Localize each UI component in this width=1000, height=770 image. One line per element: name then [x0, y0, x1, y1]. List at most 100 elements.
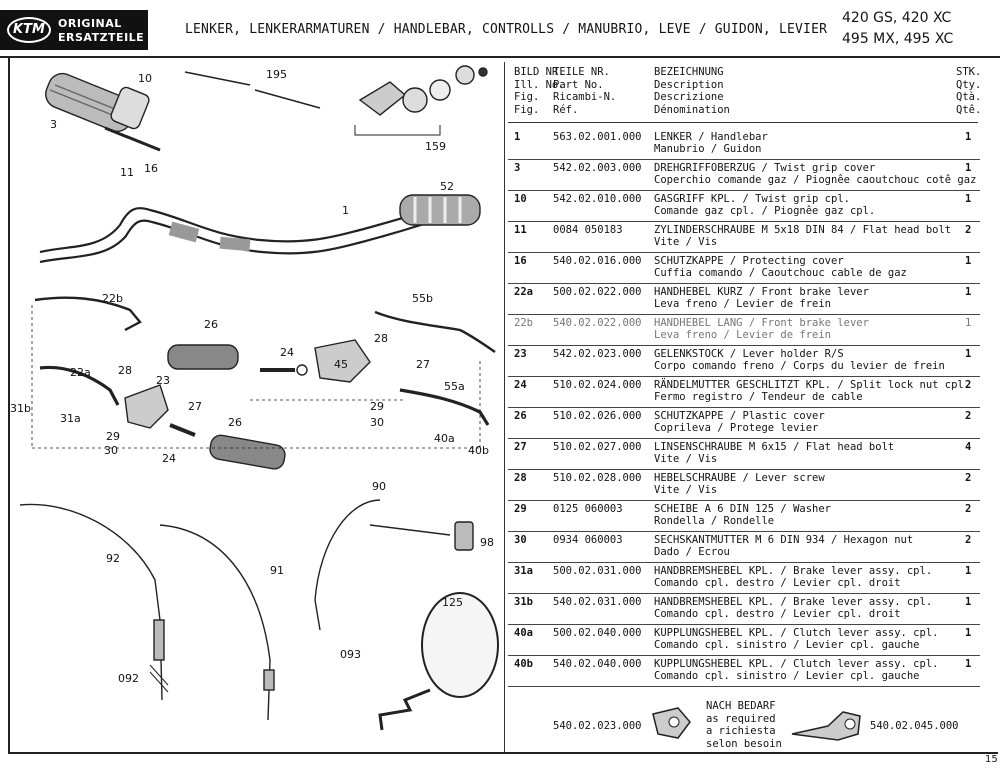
- table-row: 11 0084 050183 ZYLINDERSCHRAUBE M 5x18 DIN…: [508, 222, 980, 253]
- callout-22b: 22b: [102, 292, 123, 305]
- callout-29-right: 29: [370, 400, 384, 413]
- row-fig: 29: [514, 503, 527, 515]
- page-number: 15: [985, 754, 998, 765]
- row-desc-1: KUPPLUNGSHEBEL KPL. / Clutch lever assy.…: [654, 658, 939, 670]
- row-qty: 1: [965, 658, 972, 670]
- row-desc-1: LENKER / Handlebar: [654, 131, 768, 143]
- throttle-parts-159-drawing: [354, 65, 488, 136]
- callout-16: 16: [144, 162, 158, 175]
- lever-22a-drawing: [39, 365, 120, 406]
- callout-3: 3: [50, 118, 57, 131]
- row-part: 540.02.022.000: [553, 317, 642, 329]
- lever-holder-icon: [652, 707, 691, 739]
- callout-159: 159: [425, 140, 446, 153]
- row-qty: 1: [965, 162, 972, 174]
- page-frame: [8, 58, 998, 754]
- row-part: 542.02.023.000: [553, 348, 642, 360]
- row-desc-2: Vite / Vis: [654, 453, 718, 465]
- cover-26-top-drawing: [167, 344, 239, 370]
- header-fig-no: BILD NR. Ill. No. Fig. Fig.: [514, 66, 565, 116]
- lever-holder-23-drawing: [124, 384, 169, 429]
- twist-grip-drawing: [45, 72, 161, 152]
- logo-line-1: ORIGINAL: [58, 17, 122, 30]
- row-fig: 1: [514, 131, 521, 143]
- row-part: 0084 050183: [553, 224, 623, 236]
- row-desc-2: Dado / Ecrou: [654, 546, 730, 558]
- row-desc-2: Leva freno / Levier de frein: [654, 329, 832, 341]
- callout-092: 092: [118, 672, 139, 685]
- switch-98-drawing: [454, 521, 474, 551]
- row-desc-2: Corpo comando freno / Corps du levier de…: [654, 360, 945, 372]
- ktm-logo-mark: KTM: [7, 17, 51, 43]
- row-desc-1: HANDBREMSHEBEL KPL. / Brake lever assy. …: [654, 565, 933, 577]
- callout-31a: 31a: [60, 412, 81, 425]
- cable-91-drawing: [159, 524, 271, 721]
- callout-24-right: 24: [280, 346, 294, 359]
- row-qty: 1: [965, 317, 972, 329]
- grip-52-drawing: [399, 194, 481, 226]
- callout-30-left: 30: [104, 444, 118, 457]
- row-desc-1: LINSENSCHRAUBE M 6x15 / Flat head bolt: [654, 441, 895, 453]
- row-desc-2: Coperchio comande gaz / Piognêe caoutcho…: [654, 174, 977, 186]
- row-qty: 2: [965, 410, 972, 422]
- row-qty: 1: [965, 348, 972, 360]
- page-header: KTM ORIGINAL ERSATZTEILE LENKER, LENKERA…: [0, 0, 1000, 58]
- row-qty: 1: [965, 131, 972, 143]
- row-desc-1: ZYLINDERSCHRAUBE M 5x18 DIN 84 / Flat he…: [654, 224, 952, 236]
- lever-55a-drawing: [399, 388, 490, 426]
- callout-40a: 40a: [434, 432, 455, 445]
- callout-22a: 22a: [70, 366, 91, 379]
- callout-11: 11: [120, 166, 134, 179]
- exploded-parts-diagram: 10 195 3 11 16 159 52 1 22b 55b 26 28 24…: [10, 60, 502, 750]
- row-desc-2: Fermo registro / Tendeur de cable: [654, 391, 863, 403]
- callout-45: 45: [334, 358, 348, 371]
- row-part: 540.02.016.000: [553, 255, 642, 267]
- callout-093: 093: [340, 648, 361, 661]
- row-qty: 1: [965, 565, 972, 577]
- row-fig: 26: [514, 410, 527, 422]
- callout-98: 98: [480, 536, 494, 549]
- row-part: 542.02.003.000: [553, 162, 642, 174]
- row-part: 510.02.027.000: [553, 441, 642, 453]
- footer-part-right: 540.02.045.000: [870, 720, 959, 732]
- callout-90: 90: [372, 480, 386, 493]
- row-qty: 1: [965, 193, 972, 205]
- row-desc-2: Manubrio / Guidon: [654, 143, 762, 155]
- mirror-125-drawing: [378, 592, 499, 731]
- row-fig: 30: [514, 534, 527, 546]
- row-qty: 2: [965, 503, 972, 515]
- row-fig: 40a: [514, 627, 533, 639]
- row-fig: 11: [514, 224, 527, 236]
- callout-28-left: 28: [118, 364, 132, 377]
- row-desc-1: SCHEIBE A 6 DIN 125 / Washer: [654, 503, 832, 515]
- row-fig: 22a: [514, 286, 533, 298]
- callout-27-left: 27: [188, 400, 202, 413]
- row-qty: 1: [965, 627, 972, 639]
- parts-drawing: [19, 65, 499, 731]
- page-title: LENKER, LENKERARMATUREN / HANDLEBAR, CON…: [185, 22, 828, 37]
- row-desc-1: KUPPLUNGSHEBEL KPL. / Clutch lever assy.…: [654, 627, 939, 639]
- row-part: 510.02.028.000: [553, 472, 642, 484]
- header-part-no: TEILE NR. Part No. Ricambi-N. Réf.: [553, 66, 617, 116]
- row-fig: 31a: [514, 565, 533, 577]
- footer-note: NACH BEDARF as required a richiesta selo…: [706, 700, 782, 750]
- row-fig: 24: [514, 379, 527, 391]
- row-qty: 1: [965, 255, 972, 267]
- row-part: 510.02.026.000: [553, 410, 642, 422]
- row-fig: 28: [514, 472, 527, 484]
- row-desc-1: DREHGRIFFOBERZUG / Twist grip cover: [654, 162, 876, 174]
- row-qty: 2: [965, 379, 972, 391]
- footer-part-left: 540.02.023.000: [553, 720, 642, 732]
- row-desc-1: HANDHEBEL LANG / Front brake lever: [654, 317, 869, 329]
